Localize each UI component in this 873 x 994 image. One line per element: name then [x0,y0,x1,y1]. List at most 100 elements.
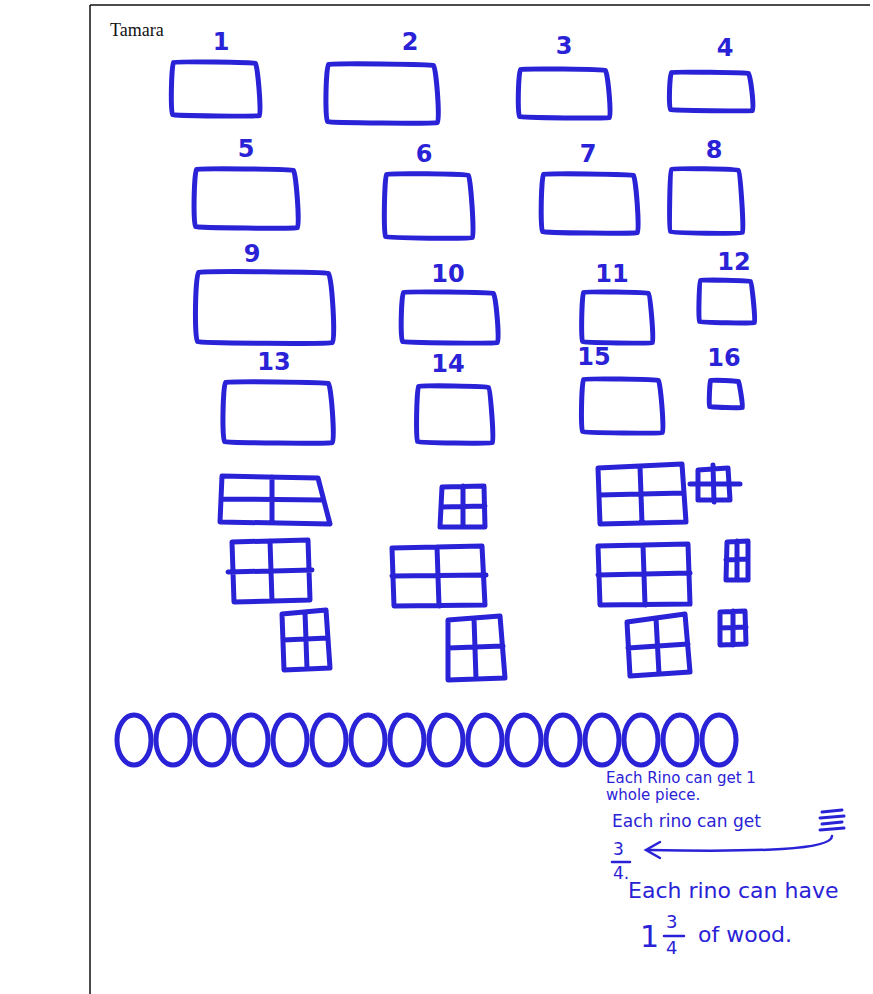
wood-piece-box: 15 [580,377,665,435]
wood-piece-box: 13 [222,380,335,445]
note-text: Each rino can get [612,812,812,832]
rhino-circle [468,715,502,765]
wood-piece-box: 2 [325,62,440,125]
rhino-circle [156,715,190,765]
rhino-circle [273,715,307,765]
box-outline [383,172,475,240]
piece-number: 2 [402,30,419,54]
box-outline [540,172,640,235]
quartered-piece [720,611,746,645]
box-line [541,174,638,233]
note-text: of wood. [698,922,818,947]
box-outline [668,70,755,113]
student-name: Tamara [110,20,200,41]
quartered-piece [726,541,748,580]
box-line [582,292,653,343]
box-line [518,69,610,118]
quartered-piece [598,544,690,605]
rhino-circle [312,715,346,765]
wood-piece-box: 16 [707,378,745,410]
box-outline [415,384,495,445]
box-outline [170,60,262,118]
rhino-circle [429,715,463,765]
rhino-circle [234,715,268,765]
box-outline [222,380,335,445]
rhino-circle [507,715,541,765]
wood-piece-box: 11 [580,290,655,345]
fraction-whole: 1 [640,920,665,955]
rhino-circle [585,715,619,765]
rhino-circle [117,715,151,765]
wood-piece-box: 10 [400,290,500,345]
arrow-head [646,842,660,858]
piece-number: 4 [717,36,734,60]
note-text: Each rino can have [628,878,868,903]
piece-number: 5 [238,137,255,161]
piece-number: 12 [717,250,750,274]
box-line [581,379,663,433]
box-outline [195,270,335,345]
wood-piece-box: 9 [195,270,335,345]
arrow-line [648,836,832,851]
box-line [384,174,473,239]
box-line [223,382,333,443]
box-line [326,64,438,123]
wood-piece-box: 5 [193,167,300,230]
rhino-circle [663,715,697,765]
rhino-circle [390,715,424,765]
piece-number: 9 [244,242,261,266]
fraction-bar [664,935,684,938]
box-outline [668,167,745,235]
rhino-circles [117,715,736,765]
piece-number: 3 [556,34,573,58]
quartered-piece [448,616,505,680]
box-line [171,62,260,116]
fraction-numerator: 3 [666,912,691,933]
frame-line [90,4,870,6]
frame-line [89,5,91,994]
box-outline [697,278,757,325]
quartered-piece [440,486,485,527]
rhino-circle [702,715,736,765]
box-outline [580,290,655,345]
piece-number: 14 [431,352,464,376]
box-outline [580,377,665,435]
piece-number: 16 [707,346,740,370]
rhino-circle [351,715,385,765]
wood-piece-box: 14 [415,384,495,445]
wood-piece-box: 7 [540,172,640,235]
quartered-piece [392,546,486,606]
piece-number: 7 [580,142,597,166]
wood-piece-box: 3 [517,67,612,120]
piece-number: 1 [213,30,230,54]
quartered-piece [598,464,686,524]
piece-number: 10 [431,262,464,286]
fraction-bar [612,861,630,864]
wood-piece-box: 12 [697,278,757,325]
box-outline [707,378,745,410]
wood-piece-box: 1 [170,60,262,118]
piece-number: 6 [416,142,433,166]
wood-piece-box: 6 [383,172,475,240]
box-outline [193,167,300,230]
piece-number: 13 [257,350,290,374]
box-outline [325,62,440,125]
box-line [417,386,493,443]
box-line [401,292,498,343]
quartered-piece [220,476,330,524]
piece-number: 15 [577,345,610,369]
rhino-circle [195,715,229,765]
box-line [709,380,742,407]
quartered-piece [627,614,690,676]
scribble [820,810,844,830]
fraction-denominator: 4 [666,938,691,959]
quartered-piece [228,540,312,602]
quartered-piece [690,465,740,502]
quartered-pieces [220,464,748,680]
piece-number: 8 [706,138,723,162]
wood-piece-box: 8 [668,167,745,235]
page-frame [90,5,870,994]
rhino-circle [546,715,580,765]
quartered-piece [282,610,330,670]
